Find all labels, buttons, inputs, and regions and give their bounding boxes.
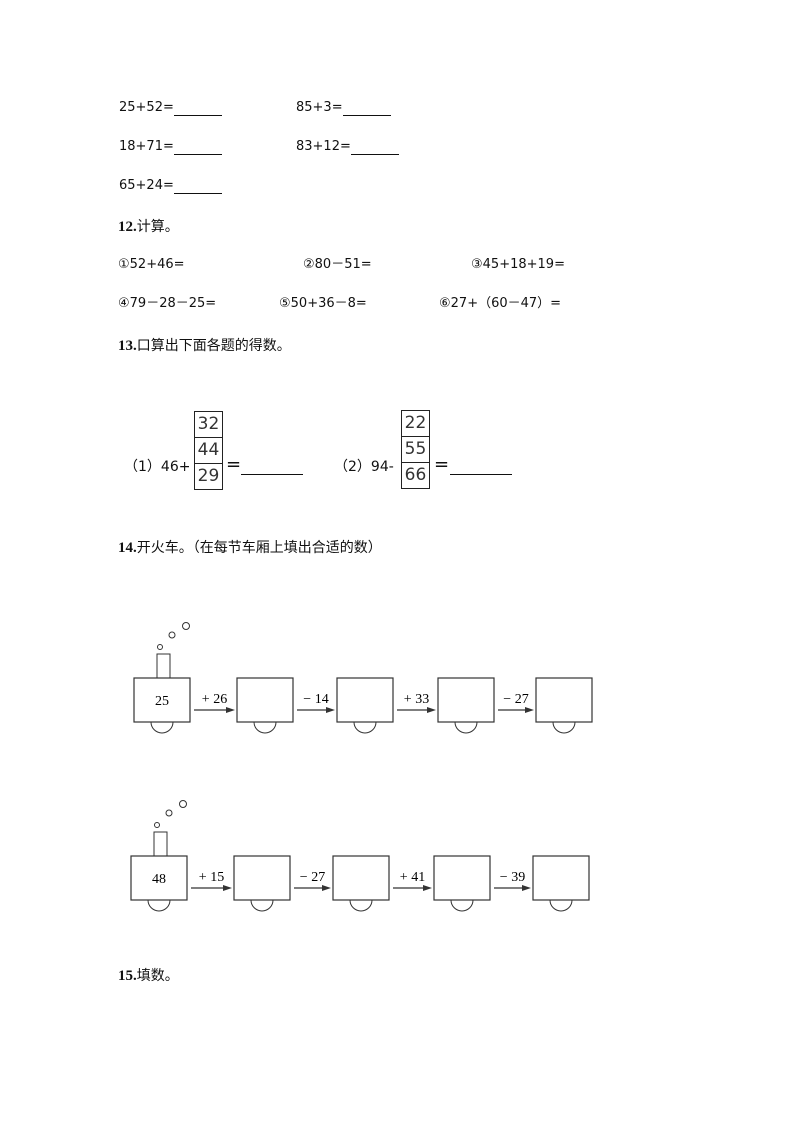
problem: ④79－28－25= (118, 296, 217, 311)
smoke-bubble (157, 644, 163, 650)
train-car-blank[interactable] (332, 855, 390, 901)
wheel (250, 899, 274, 912)
problem: ⑤50+36－8= (279, 296, 367, 311)
train-car-blank[interactable] (233, 855, 291, 901)
answer-blank[interactable] (173, 141, 222, 155)
question-14-title: 14.开火车。（在每节车厢上填出合适的数） (118, 540, 382, 556)
problem: ②80－51= (303, 257, 372, 272)
answer-blank[interactable] (450, 474, 512, 475)
train: 48 + 15 − 27 + 41 − 39 (130, 800, 590, 912)
problem: 18+71= (119, 139, 222, 155)
wheel (353, 721, 377, 734)
wheel (454, 721, 478, 734)
question-13-title: 13.口算出下面各题的得数。 (118, 338, 291, 354)
answer-blank[interactable] (173, 102, 222, 116)
answer-blank[interactable] (350, 141, 399, 155)
wheel (549, 899, 573, 912)
train-car-blank[interactable] (433, 855, 491, 901)
problem: 65+24= (119, 178, 222, 194)
wheel (552, 721, 576, 734)
chimney (156, 653, 171, 679)
train-car-blank[interactable] (532, 855, 590, 901)
answer-blank[interactable] (342, 102, 391, 116)
train-engine (130, 855, 188, 901)
arrow-head-icon (522, 885, 531, 891)
wheel (450, 899, 474, 912)
problem-prefix: （2）94- (334, 459, 394, 475)
arrow-head-icon (226, 707, 235, 713)
operation-label: − 39 (500, 870, 525, 885)
problem: 83+12= (296, 139, 399, 155)
problem: ①52+46= (118, 257, 185, 272)
problem: ⑥27+（60－47）= (439, 296, 562, 311)
arrow-head-icon (326, 707, 335, 713)
start-number: 48 (152, 872, 166, 887)
train-car-blank[interactable] (437, 677, 495, 723)
problem: 85+3= (296, 100, 391, 116)
answer-blank[interactable] (241, 474, 303, 475)
operation-label: − 27 (503, 692, 528, 707)
equals: = (434, 454, 450, 475)
operation-label: + 41 (400, 870, 425, 885)
arrow-head-icon (423, 885, 432, 891)
chimney (153, 831, 168, 857)
equals: = (226, 454, 242, 475)
smoke-bubble (168, 631, 176, 639)
smoke-bubble (154, 822, 160, 828)
question-15-title: 15.填数。 (118, 968, 179, 984)
arrow-head-icon (525, 707, 534, 713)
operation-label: + 15 (199, 870, 224, 885)
operation-label: + 33 (404, 692, 429, 707)
problem: 25+52= (119, 100, 222, 116)
start-number: 25 (155, 694, 169, 709)
arrow-head-icon (427, 707, 436, 713)
problem-prefix: （1）46+ (124, 459, 191, 475)
wheel (147, 899, 171, 912)
operation-label: − 27 (300, 870, 325, 885)
train-car-blank[interactable] (236, 677, 294, 723)
smoke-bubble (165, 809, 173, 817)
arrow-head-icon (223, 885, 232, 891)
operation-label: + 26 (202, 692, 227, 707)
wheel (150, 721, 174, 734)
train-car-blank[interactable] (535, 677, 593, 723)
train-car-blank[interactable] (336, 677, 394, 723)
train: 25 + 26 − 14 + 33 − 27 (133, 622, 593, 734)
arrow-head-icon (322, 885, 331, 891)
answer-blank[interactable] (173, 180, 222, 194)
train-engine (133, 677, 191, 723)
problem: ③45+18+19= (471, 257, 565, 272)
wheel (349, 899, 373, 912)
smoke-bubble (182, 622, 190, 630)
question-12-title: 12.计算。 (118, 219, 179, 235)
wheel (253, 721, 277, 734)
operation-label: − 14 (303, 692, 328, 707)
smoke-bubble (179, 800, 187, 808)
